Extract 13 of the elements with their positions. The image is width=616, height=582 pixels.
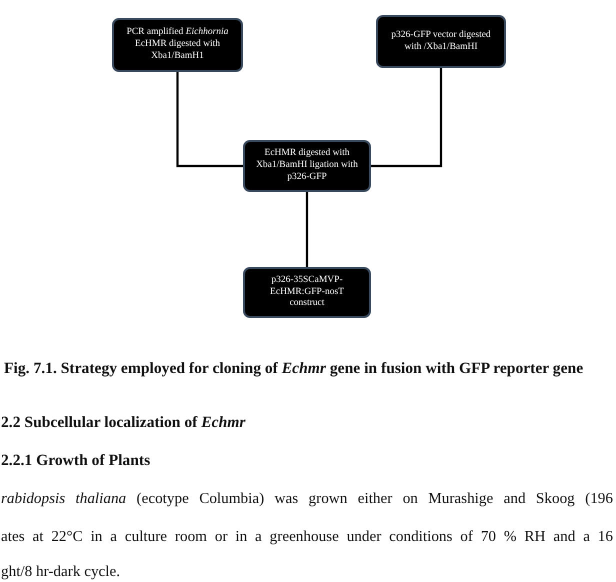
connector-line: [371, 68, 442, 168]
section-heading: 2.2.1 Growth of Plants: [1, 452, 150, 470]
body-text: ght/8 hr-dark cycle.: [1, 563, 120, 581]
connector-line: [176, 72, 243, 168]
figure-caption: Fig. 7.1. Strategy employed for cloning of Echmr gene in fusion with GFP reporter gene: [4, 360, 584, 378]
process-box: PCR amplified Eichhornia EcHMR digested with Xba1/BamH1: [112, 18, 243, 72]
body-text: ates at 22°C in a culture room or in a greenhouse under conditions of 70 % RH and a 16: [1, 528, 613, 546]
section-heading: 2.2 Subcellular localization of Echmr: [1, 414, 246, 432]
connector-line: [306, 192, 308, 267]
process-box: p326-35SCaMVP- EcHMR:GFP-nosT construct: [243, 267, 371, 318]
process-box: p326-GFP vector digested with /Xba1/BamHI: [376, 15, 506, 68]
process-box: EcHMR digested with Xba1/BamHI ligation with p326-GFP: [243, 140, 371, 192]
body-text: rabidopsis thaliana (ecotype Columbia) was grown either on Murashige and Skoog (196: [1, 490, 613, 508]
